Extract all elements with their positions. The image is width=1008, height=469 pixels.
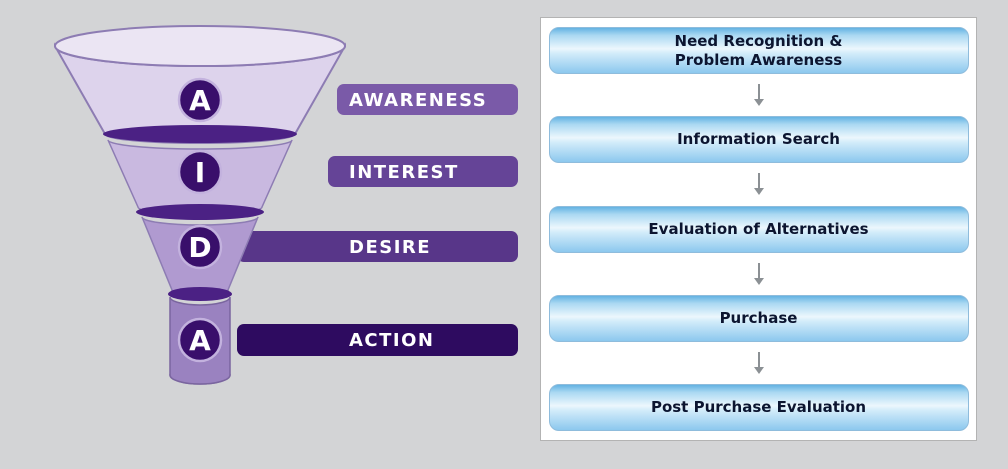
down-arrow-icon (753, 262, 764, 285)
arrow-head (753, 277, 764, 285)
down-arrow-icon (753, 173, 764, 196)
stage-bar-action (237, 324, 518, 356)
process-step-label: Purchase (719, 308, 798, 327)
stage-bar-desire (237, 231, 518, 262)
stage-label-awareness: AWARENESS (349, 90, 487, 111)
letter-desire: D (188, 231, 211, 264)
process-step-need-recognition: Need Recognition & Problem Awareness (548, 27, 969, 74)
letter-interest: I (195, 156, 205, 189)
stage-label-desire: DESIRE (349, 237, 431, 258)
funnel-top-opening (54, 25, 346, 67)
process-step-post-purchase: Post Purchase Evaluation (548, 384, 969, 431)
letter-badge-interest (177, 149, 223, 195)
arrow-shaft (757, 262, 760, 278)
down-arrow-icon (753, 84, 764, 107)
process-step-information-search: Information Search (548, 116, 969, 164)
letter-awareness: A (189, 84, 211, 117)
down-arrow-icon (753, 351, 764, 374)
funnel-rim-3 (168, 287, 232, 301)
funnel-rim-2 (136, 204, 264, 220)
arrow-shaft (757, 84, 760, 100)
purchase-process-flowchart: Need Recognition & Problem Awareness Inf… (540, 17, 977, 441)
process-step-label: Information Search (677, 130, 840, 149)
process-step-label: Post Purchase Evaluation (650, 398, 867, 417)
process-step-label: Need Recognition & Problem Awareness (674, 31, 843, 69)
arrow-head (753, 366, 764, 374)
stage-bar-interest (328, 156, 518, 187)
letter-badge-action (177, 317, 223, 363)
process-step-purchase: Purchase (548, 294, 969, 342)
funnel-rim-1 (103, 125, 297, 143)
stage-label-interest: INTEREST (349, 162, 459, 183)
arrow-shaft (757, 173, 760, 189)
letter-badge-desire (177, 224, 223, 270)
arrow-shaft (757, 351, 760, 367)
process-step-label: Evaluation of Alternatives (648, 219, 869, 238)
letter-badge-awareness (177, 77, 223, 123)
arrow-head (753, 188, 764, 196)
process-step-evaluation: Evaluation of Alternatives (548, 205, 969, 253)
arrow-head (753, 99, 764, 107)
letter-action: A (189, 324, 211, 357)
aida-funnel-diagram: A I D A AWARENESS INTEREST DESIRE ACTION (54, 25, 518, 385)
stage-label-action: ACTION (349, 330, 434, 351)
stage-bar-awareness (337, 84, 518, 115)
